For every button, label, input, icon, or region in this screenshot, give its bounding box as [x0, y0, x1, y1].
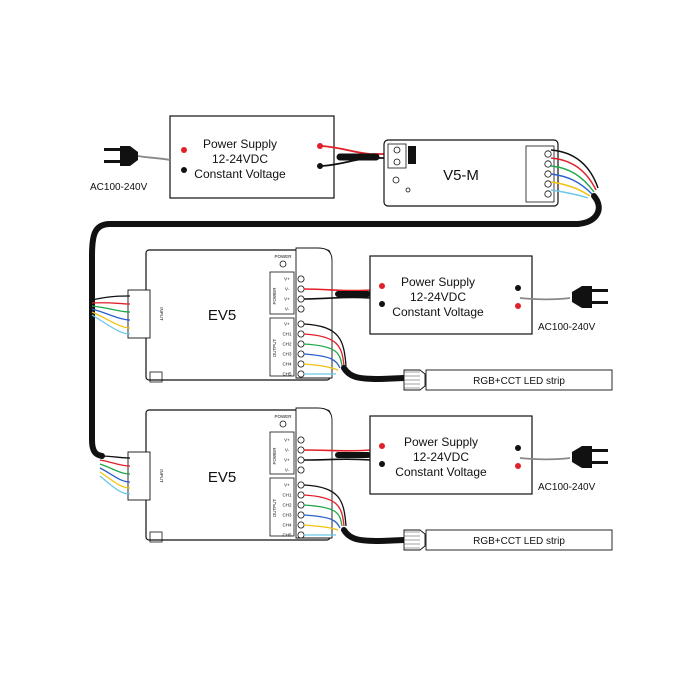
master-model: V5-M — [443, 167, 479, 184]
supply-top-dc-minus-dot — [317, 163, 323, 169]
receiver-top-power-led-label: POWER — [274, 254, 292, 259]
receiver-bot-model: EV5 — [208, 469, 236, 486]
terminal-label-bot-power-1: V- — [285, 448, 290, 453]
receiver-top-model: EV5 — [208, 307, 236, 324]
terminal-label-top-out-4: CH4 — [282, 362, 291, 367]
plug-top-icon — [120, 146, 138, 166]
receiver-bot-power-label: POWER — [272, 447, 277, 465]
terminal-label-bot-out-5: CH5 — [282, 533, 291, 538]
led-strip-bottom: RGB+CCT LED strip — [403, 529, 613, 551]
ac-plug-mid: AC100-240V — [519, 286, 608, 333]
strip-top-label: RGB+CCT LED strip — [473, 376, 565, 387]
receiver-top-output-label: OUTPUT — [272, 339, 277, 358]
receiver-bot-output-label: OUTPUT — [272, 499, 277, 518]
ac-plug-top: AC100-240V — [90, 146, 171, 193]
terminal-label-top-power-3: V- — [285, 307, 290, 312]
terminal-label-bot-out-4: CH4 — [282, 523, 291, 528]
receiver-top-input-wires — [91, 295, 131, 335]
supply-bot-line1: Power Supply — [404, 435, 478, 449]
receiver-bot-output-wires — [303, 484, 407, 545]
receiver-top: EV5 POWER POWER OUTPUT INPUT — [127, 247, 333, 383]
supply-mid-line1: Power Supply — [401, 275, 475, 289]
terminal-label-top-out-3: CH3 — [282, 352, 291, 357]
led-strip-top: RGB+CCT LED strip — [403, 369, 613, 391]
terminal-label-bot-out-3: CH3 — [282, 513, 291, 518]
power-supply-mid: Power Supply 12-24VDC Constant Voltage — [369, 255, 533, 335]
receiver-bot-input-wires — [99, 455, 131, 495]
supply-top-line2: 12-24VDC — [212, 152, 268, 166]
supply-top-dc-plus-dot — [317, 143, 323, 149]
receiver-top-input-label: INPUT — [159, 307, 164, 321]
terminal-label-bot-power-3: V- — [285, 468, 290, 473]
receiver-top-output-wires — [303, 323, 407, 383]
terminal-label-top-power-0: V+ — [284, 277, 290, 282]
supply-mid-line2: 12-24VDC — [410, 290, 466, 304]
terminal-label-top-power-1: V- — [285, 287, 290, 292]
supply-top-line3: Constant Voltage — [194, 167, 286, 181]
terminal-label-top-out-2: CH2 — [282, 342, 291, 347]
master-output-wires — [550, 149, 599, 199]
terminal-label-top-power-2: V+ — [284, 297, 290, 302]
supply-bot-line3: Constant Voltage — [395, 465, 487, 479]
receiver-bot-input-label: INPUT — [159, 469, 164, 483]
ac-bot-label: AC100-240V — [538, 482, 596, 493]
ac-top-label: AC100-240V — [90, 182, 148, 193]
receiver-bottom: EV5 POWER POWER OUTPUT INPUT — [127, 407, 333, 543]
supply-top-ac-n-dot — [181, 167, 187, 173]
terminal-label-top-out-5: CH5 — [282, 372, 291, 377]
supply-top-line1: Power Supply — [203, 137, 277, 151]
power-supply-bottom: Power Supply 12-24VDC Constant Voltage — [369, 415, 533, 495]
receiver-top-power-label: POWER — [272, 287, 277, 305]
receiver-bot-power-led-label: POWER — [274, 414, 292, 419]
strip-bot-label: RGB+CCT LED strip — [473, 536, 565, 547]
terminal-label-bot-out-2: CH2 — [282, 503, 291, 508]
trunk-cable — [89, 193, 602, 459]
supply-bot-line2: 12-24VDC — [413, 450, 469, 464]
master-controller: V5-M — [383, 139, 559, 207]
plug-mid-icon — [572, 286, 592, 308]
terminal-label-top-out-1: CH1 — [282, 332, 291, 337]
dc-wires-top — [321, 145, 386, 167]
plug-bottom-icon — [572, 446, 592, 468]
power-supply-top: Power Supply 12-24VDC Constant Voltage — [169, 115, 335, 199]
ac-plug-bottom: AC100-240V — [519, 446, 608, 493]
terminal-label-bot-power-2: V+ — [284, 458, 290, 463]
terminal-label-top-out-0: V+ — [284, 322, 290, 327]
terminal-label-bot-out-0: V+ — [284, 483, 290, 488]
terminal-label-bot-power-0: V+ — [284, 438, 290, 443]
supply-mid-line3: Constant Voltage — [392, 305, 484, 319]
terminal-label-bot-out-1: CH1 — [282, 493, 291, 498]
supply-top-ac-l-dot — [181, 147, 187, 153]
ac-mid-label: AC100-240V — [538, 322, 596, 333]
